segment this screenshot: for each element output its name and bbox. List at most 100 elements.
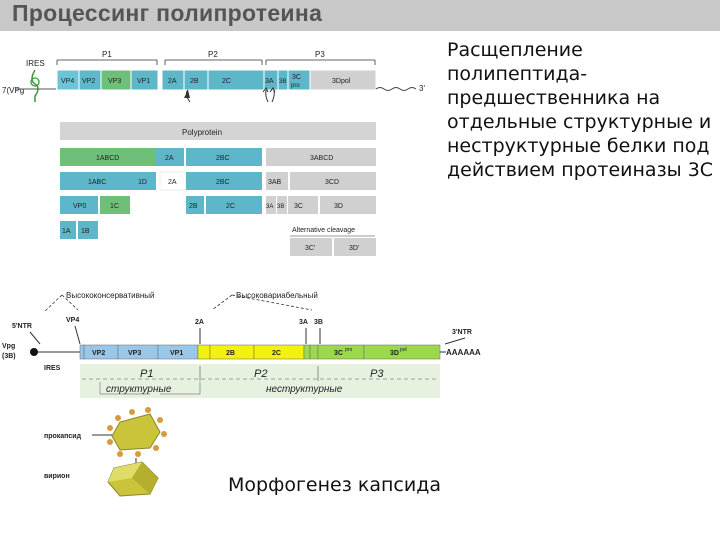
title-bar: Процессинг полипротеина — [0, 0, 720, 31]
seg-3d-label: 3D — [390, 350, 399, 357]
row2-1d-label: 1D — [138, 179, 147, 186]
virion-icon — [107, 461, 159, 497]
row1-2bc-label: 2BC — [216, 155, 230, 162]
alt-3d-label: 3D' — [349, 245, 359, 252]
site-3a-label: 3A — [299, 319, 308, 326]
row3-3b — [277, 196, 287, 214]
end3-label: 3' — [419, 84, 425, 93]
row2-2bc-label: 2BC — [216, 179, 230, 186]
cleavage-arrow-3c — [262, 87, 276, 93]
site-3b-label: 3B — [314, 319, 323, 326]
row2-1abc-label: 1ABC — [88, 179, 106, 186]
seg-vp2-label: VP2 — [92, 350, 105, 357]
alt-3c-label: 3C' — [305, 245, 315, 252]
row3-vp0 — [60, 196, 98, 214]
row3-2c — [206, 196, 262, 214]
alt-3c — [290, 238, 332, 256]
row3-1c-label: 1C — [110, 203, 119, 210]
row2-2bc — [186, 172, 262, 190]
row4-1b — [78, 221, 98, 239]
slide-title: Процессинг полипротеина — [12, 0, 323, 26]
poly-a-tail — [375, 87, 417, 91]
vpg-3b-label: (3B) — [2, 353, 16, 360]
row3-2b-label: 2B — [189, 203, 198, 210]
vpg-label: Vpg — [2, 343, 15, 350]
genome-organization-diagram: Высококонсервативный Высоковариабельный … — [2, 291, 481, 497]
p3-label: P3 — [315, 50, 325, 59]
genome-seg-vp3-label: VP3 — [108, 78, 121, 85]
seg-3c-sup: pro — [345, 347, 352, 353]
row2-1abc — [60, 172, 130, 190]
ires-loop — [30, 77, 40, 87]
seg-3d-sup: pol — [400, 347, 407, 353]
row3-3d — [320, 196, 376, 214]
nonstructural-label: неструктурные — [266, 384, 343, 395]
seg-3c-label: 3C — [334, 350, 343, 357]
row3-3a — [266, 196, 276, 214]
genome-seg-3a-label: 3A — [265, 78, 274, 85]
genome-seg-2c — [207, 69, 265, 91]
genome-seg-vp2-label: VP2 — [82, 78, 95, 85]
row3-3a-label: 3A — [266, 204, 273, 210]
row2-1d — [130, 172, 156, 190]
genome-seg-3b-label: 3B — [279, 79, 286, 85]
bottom-p3-label: P3 — [370, 368, 384, 380]
alt-cleavage-label: Alternative cleavage — [292, 227, 355, 234]
vpg-dot — [30, 348, 38, 356]
row1-1abcd — [60, 148, 156, 166]
row1-2a — [156, 148, 184, 166]
row1-2a-label: 2A — [165, 155, 174, 162]
ires-label-bottom: IRES — [44, 365, 61, 372]
genome-seg-3dpol — [309, 69, 377, 91]
bottom-p2-label: P2 — [254, 368, 267, 380]
seg-vp1-label: VP1 — [170, 350, 183, 357]
p1-label: P1 — [102, 50, 112, 59]
variable-label: Высоковариабельный — [236, 291, 318, 300]
genome-seg-2c-label: 2C — [222, 78, 231, 85]
site-2a-label: 2A — [195, 319, 204, 326]
caption-text: Морфогенез капсида — [228, 474, 441, 496]
seg-2a — [197, 344, 211, 360]
conserved-label: Высококонсервативный — [66, 291, 154, 300]
cleavage-arrow-2a — [184, 90, 190, 98]
genome-seg-2a-label: 2A — [168, 78, 177, 85]
seg-vp3-label: VP3 — [128, 350, 141, 357]
seg-2c-label: 2C — [272, 350, 281, 357]
virion-label: вирион — [44, 473, 70, 480]
genome-seg-3c-label: 3C — [292, 74, 301, 81]
row1-1abcd-label: 1ABCD — [96, 155, 119, 162]
row4-1a-label: 1A — [62, 228, 71, 235]
polyprotein-bar — [60, 122, 376, 140]
genome-seg-vp1 — [130, 69, 159, 91]
row3-3c — [288, 196, 318, 214]
seg-2b-label: 2B — [226, 350, 235, 357]
row3-2c-label: 2C — [226, 203, 235, 210]
row3-3c-label: 3C — [294, 203, 303, 210]
row2-3cd — [290, 172, 376, 190]
row3-2b — [186, 196, 204, 214]
row1-2bc — [186, 148, 262, 166]
genome-map: VP4 VP2 VP3 VP1 2A 2B 2C 3A 3B 3C pro 3D… — [56, 69, 425, 93]
genome-bar: VP2 VP3 VP1 2B 2C 3C pro 3D pol — [79, 344, 441, 360]
polyprotein-label: Polyprotein — [182, 128, 222, 137]
genome-seg-3dpol-label: 3Dpol — [332, 78, 351, 85]
ires-label: IRES — [26, 59, 45, 68]
ires-stem-loop — [31, 69, 39, 102]
seg-3a — [303, 344, 311, 360]
genome-seg-3c-pro-label: pro — [291, 83, 300, 89]
structural-label: структурные — [106, 384, 172, 395]
procapsid-label: прокапсид — [44, 433, 82, 440]
utr3-label: 3'NTR — [452, 329, 472, 336]
row3-3b-label: 3B — [277, 204, 284, 210]
alt-3d — [334, 238, 376, 256]
row1-3abcd-label: 3ABCD — [310, 155, 333, 162]
description-text: Расщепление полипептида-предшественника … — [447, 39, 714, 181]
row4-1b-label: 1B — [81, 228, 90, 235]
row2-3ab-label: 3AB — [268, 179, 282, 186]
row1-3abcd — [266, 148, 376, 166]
row3-1c — [100, 196, 130, 214]
utr5-label: 5'NTR — [12, 323, 32, 330]
vpg-label: 7(VPg — [2, 86, 24, 95]
row2-2a-label: 2A — [168, 179, 177, 186]
bottom-p1-label: P1 — [140, 368, 153, 380]
